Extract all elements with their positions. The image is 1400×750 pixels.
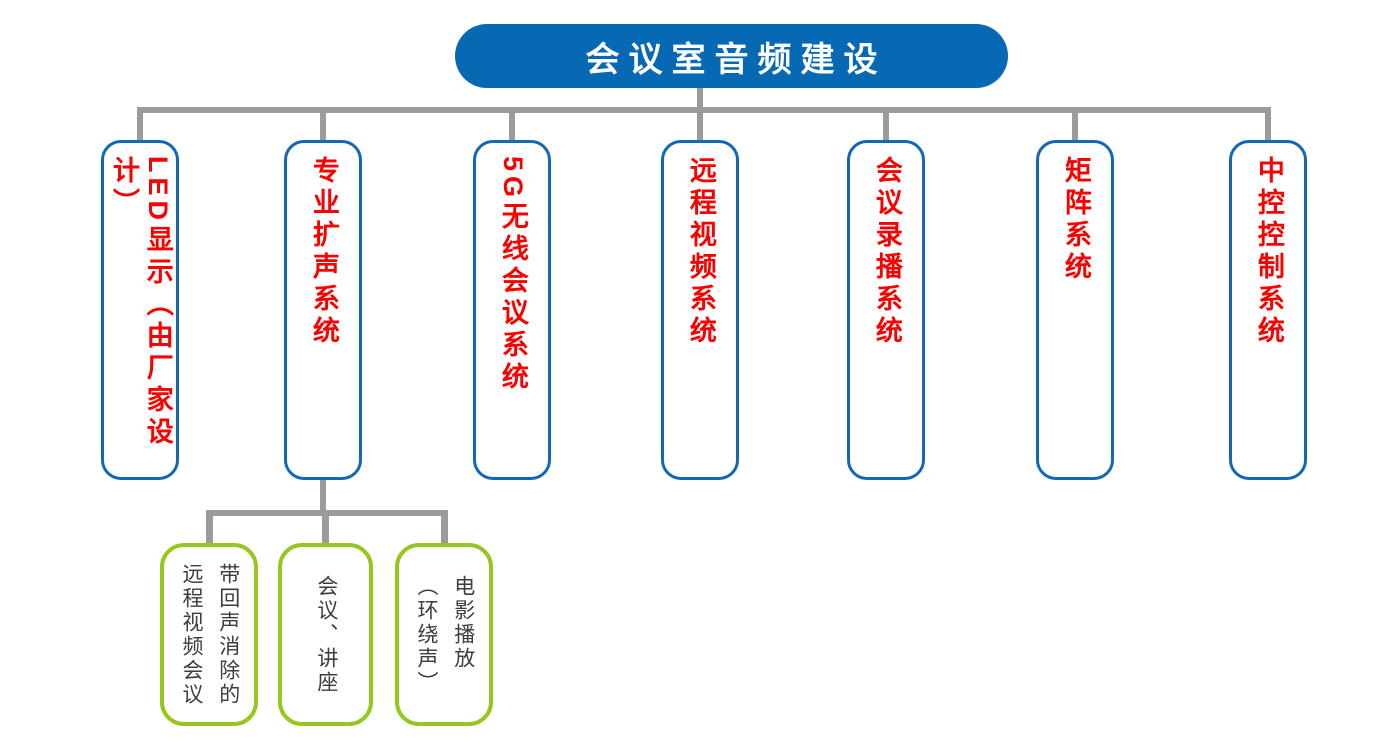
node-led-display: LED显示（由厂家设计） — [101, 140, 179, 480]
node-label: 中控控制系统 — [1253, 156, 1284, 348]
node-label: 会议录播系统 — [871, 156, 902, 348]
node-matrix-system: 矩阵系统 — [1036, 140, 1114, 480]
connector-stub-1 — [137, 107, 143, 141]
node-label: LED显示（由厂家设计） — [109, 156, 173, 449]
connector-child-stub-2 — [322, 510, 329, 546]
child-node-label: 带回声消除的 远程视频会议 — [180, 562, 240, 707]
connector-level1-bar — [137, 107, 1271, 113]
node-5g-wireless-conference: 5G无线会议系统 — [473, 140, 551, 480]
child-node-label: 会议、讲座 — [314, 574, 338, 695]
child-node-label: 电影播放 （环绕声） — [415, 574, 475, 695]
child-node-movie-surround: 电影播放 （环绕声） — [395, 543, 493, 726]
root-node: 会议室音频建设 — [455, 24, 1008, 88]
root-node-label: 会议室音频建设 — [585, 40, 887, 79]
connector-child-stub-3 — [441, 510, 448, 546]
node-pro-sound-system: 专业扩声系统 — [284, 140, 362, 480]
node-label: 远程视频系统 — [685, 156, 716, 348]
node-label: 矩阵系统 — [1060, 156, 1091, 284]
child-node-meeting-lecture: 会议、讲座 — [278, 543, 373, 726]
node-remote-video-system: 远程视频系统 — [661, 140, 739, 480]
connector-trunk — [697, 88, 703, 140]
connector-stub-7 — [1265, 107, 1271, 141]
child-node-echo-cancel-video-conf: 带回声消除的 远程视频会议 — [160, 543, 258, 726]
connector-child-stub-1 — [206, 510, 213, 546]
node-label: 5G无线会议系统 — [497, 156, 528, 395]
node-conference-recording: 会议录播系统 — [847, 140, 925, 480]
connector-parent2-down — [320, 478, 326, 514]
connector-stub-6 — [1072, 107, 1078, 141]
node-label: 专业扩声系统 — [308, 156, 339, 348]
connector-stub-3 — [509, 107, 515, 141]
connector-stub-2 — [320, 107, 326, 141]
connector-stub-5 — [883, 107, 889, 141]
node-central-control: 中控控制系统 — [1229, 140, 1307, 480]
